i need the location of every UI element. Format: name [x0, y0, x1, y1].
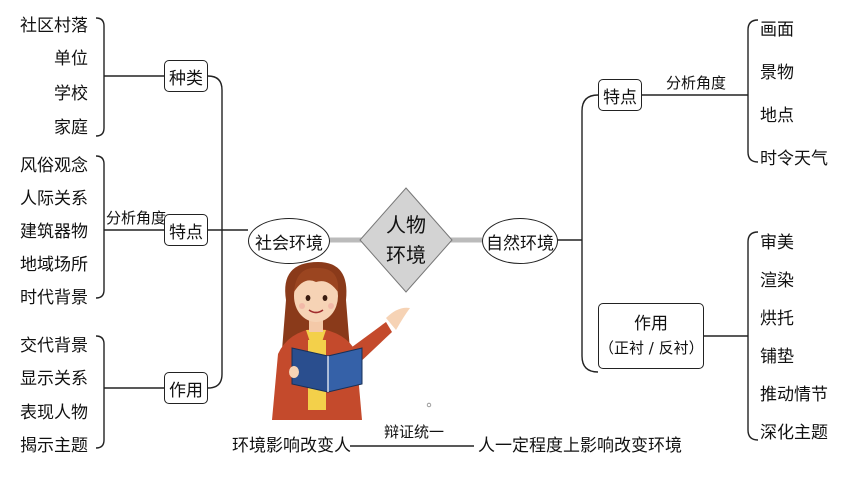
- social-type-item: 社区村落: [20, 16, 88, 36]
- natural-feature-item: 画面: [760, 20, 794, 40]
- social-analysis-angle-label: 分析角度: [106, 209, 167, 227]
- social-function-item: 揭示主题: [20, 436, 88, 456]
- social-types-box: 种类: [164, 60, 208, 92]
- natural-feature-item: 景物: [760, 63, 794, 83]
- center-node: 人物 环境: [376, 210, 436, 270]
- natural-functions-box: 作用 （正衬 / 反衬）: [598, 303, 704, 369]
- natural-feature-item: 时令天气: [760, 149, 828, 169]
- natural-function-item: 渲染: [760, 271, 794, 291]
- center-line-1: 人物: [386, 213, 426, 237]
- social-function-item: 交代背景: [20, 336, 88, 356]
- social-features-box: 特点: [164, 214, 208, 246]
- natural-environment-node: 自然环境: [482, 218, 558, 264]
- natural-function-item: 铺垫: [760, 347, 794, 367]
- natural-functions-label: 作用: [634, 314, 668, 334]
- social-environment-node: 社会环境: [248, 218, 330, 264]
- bottom-right-text: 人一定程度上影响改变环境: [478, 436, 682, 456]
- teacher-illustration: [272, 262, 410, 420]
- social-type-item: 单位: [54, 49, 88, 69]
- natural-function-item: 审美: [760, 233, 794, 253]
- natural-functions-sublabel: （正衬 / 反衬）: [599, 339, 704, 357]
- natural-function-item: 深化主题: [760, 423, 828, 443]
- social-feature-item: 人际关系: [20, 189, 88, 209]
- social-function-item: 表现人物: [20, 403, 88, 423]
- natural-features-box: 特点: [598, 79, 642, 111]
- social-type-item: 学校: [54, 84, 88, 104]
- natural-function-item: 烘托: [760, 309, 794, 329]
- bottom-left-text: 环境影响改变人: [232, 436, 351, 456]
- center-line-2: 环境: [386, 243, 426, 267]
- natural-analysis-angle-label: 分析角度: [666, 74, 727, 92]
- social-feature-item: 地域场所: [20, 255, 88, 275]
- bottom-middle-text: 辩证统一: [384, 423, 445, 441]
- social-feature-item: 时代背景: [20, 288, 88, 308]
- natural-feature-item: 地点: [760, 106, 794, 126]
- social-function-item: 显示关系: [20, 369, 88, 389]
- natural-function-item: 推动情节: [760, 385, 828, 405]
- social-type-item: 家庭: [54, 118, 88, 138]
- social-feature-item: 建筑器物: [20, 222, 88, 242]
- social-functions-box: 作用: [164, 372, 208, 404]
- social-feature-item: 风俗观念: [20, 156, 88, 176]
